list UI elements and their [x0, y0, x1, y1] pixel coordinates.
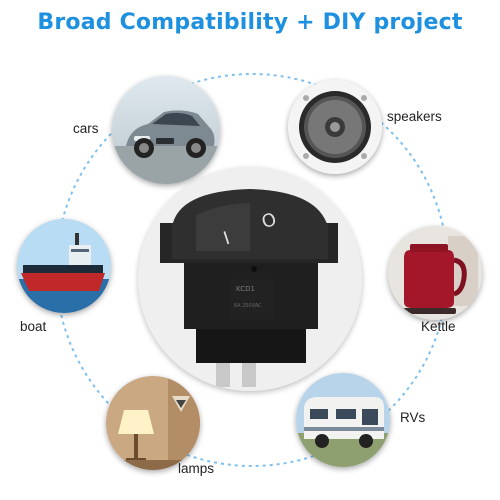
label-kettle: Kettle — [421, 319, 456, 334]
label-rvs: RVs — [400, 410, 426, 425]
label-lamps: lamps — [178, 461, 215, 476]
kettle-image — [388, 226, 482, 320]
speaker-image — [288, 80, 382, 174]
cars-image — [112, 76, 220, 184]
lamp-image — [106, 376, 200, 470]
lamps-image — [106, 376, 200, 470]
page-title: Broad Compatibility + DIY project — [37, 10, 463, 35]
car-image — [112, 76, 220, 184]
model-text: KCD1 — [236, 285, 255, 293]
label-boat: boat — [20, 319, 47, 334]
rvs-image — [296, 373, 390, 467]
label-cars: cars — [73, 121, 99, 136]
rocker-switch-icon: I O KCD1 6A 250VAC — [138, 167, 362, 391]
rv-image — [296, 373, 390, 467]
off-symbol: O — [259, 209, 279, 233]
on-symbol: I — [221, 228, 233, 250]
boat-image-graphic — [17, 219, 111, 313]
rocker-switch-image: I O KCD1 6A 250VAC — [138, 167, 362, 391]
boat-image — [17, 219, 111, 313]
speakers-image — [288, 80, 382, 174]
label-speakers: speakers — [387, 109, 442, 124]
kettle-image-graphic — [388, 226, 482, 320]
rating-text: 6A 250VAC — [234, 303, 262, 309]
